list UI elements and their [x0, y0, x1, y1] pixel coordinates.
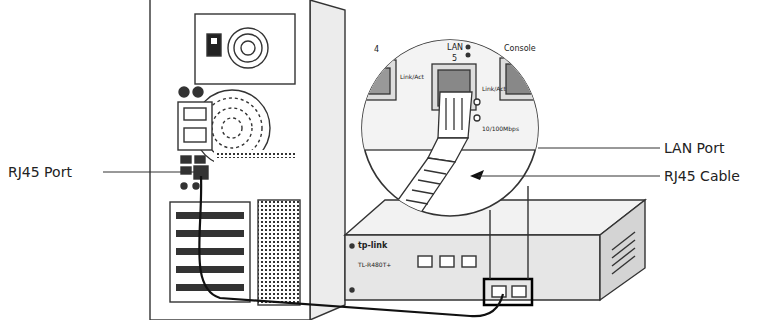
port-number: 5 [452, 55, 457, 63]
callout-label: RJ45 Port [8, 165, 72, 179]
brand-logo: tp-link [358, 242, 387, 250]
led-label: Link/Act [400, 74, 424, 80]
port-label: Console [504, 45, 536, 53]
model-label: TL-R480T+ [358, 262, 391, 268]
callout-label: LAN Port [664, 141, 724, 155]
led-label: Link/Act [482, 86, 506, 92]
zoom-view [340, 30, 580, 226]
leader-lines [103, 148, 660, 176]
port-number: 4 [374, 46, 379, 54]
callout-label: RJ45 Cable [664, 169, 740, 183]
pc-tower [150, 0, 345, 320]
speed-label: 10/100Mbps [482, 126, 519, 132]
port-label: LAN [447, 44, 463, 52]
